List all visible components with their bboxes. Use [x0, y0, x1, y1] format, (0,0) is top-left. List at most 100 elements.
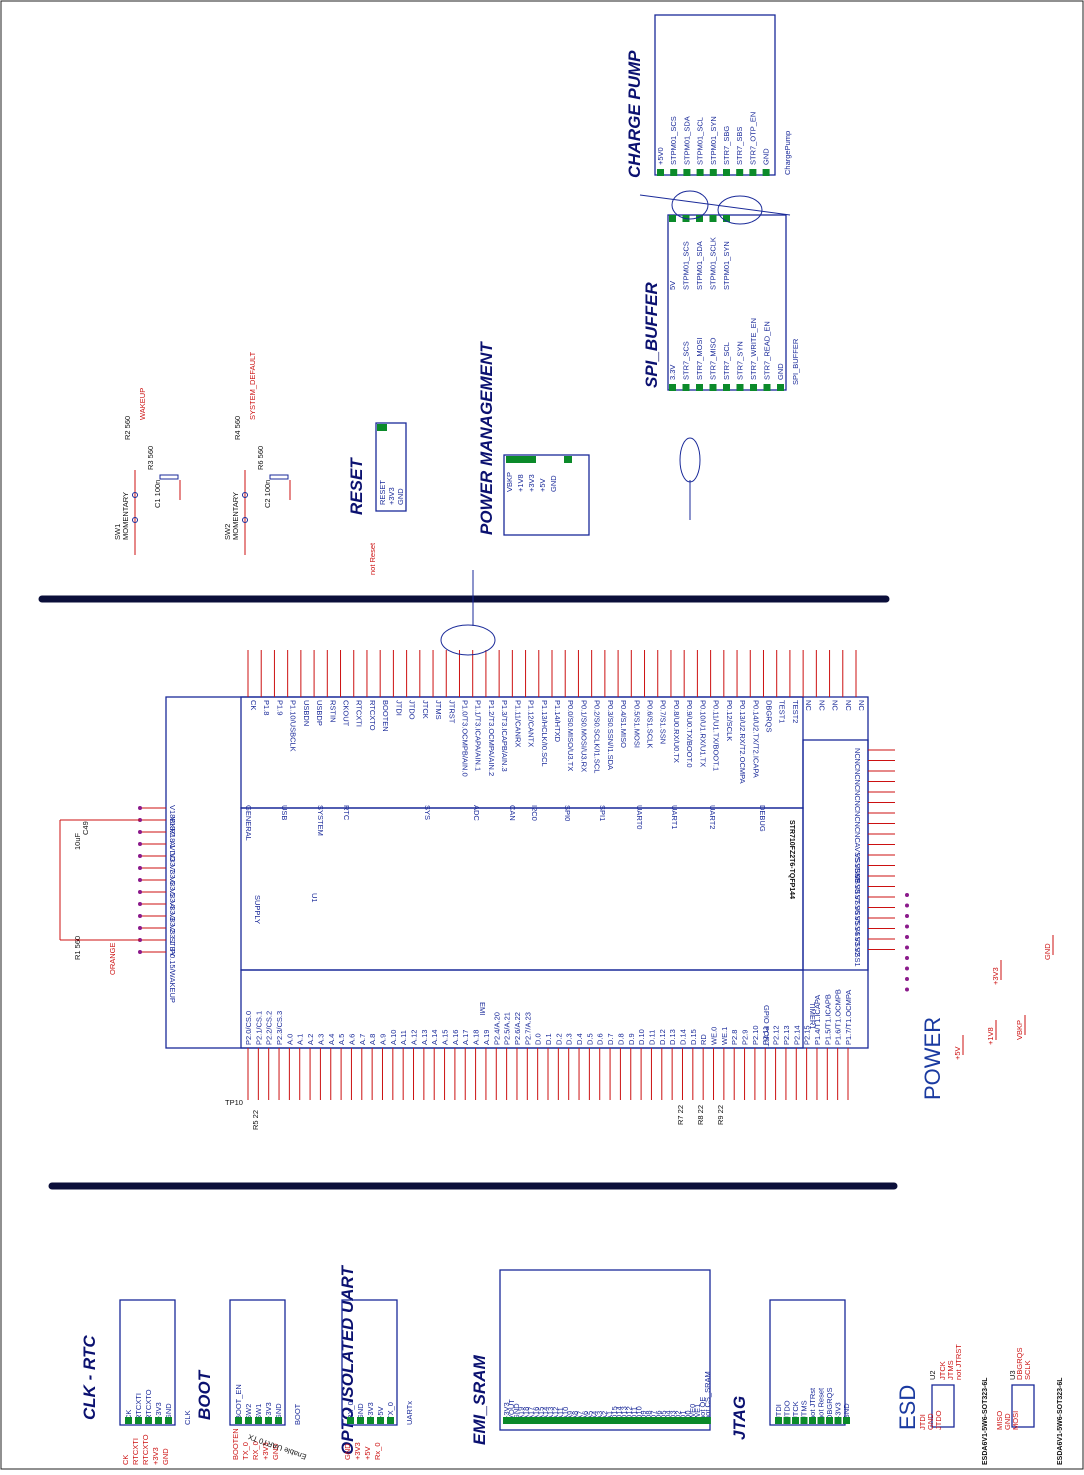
mcu-group-label: DEBUG — [758, 805, 767, 832]
mcu-top-pin-label: JTRST — [447, 700, 456, 724]
esd-u3-net: MOSI — [1011, 1411, 1020, 1430]
uart-pin-label: TX_0 — [386, 1402, 395, 1420]
emi-pin-label: D3 — [669, 1410, 678, 1420]
mcu-top-pin-label: P0.8/U0.RX/U0.TX — [672, 700, 681, 763]
esd-u2-net: JTMS — [946, 1360, 955, 1380]
esd-u3-net: DBGRQS — [1015, 1347, 1024, 1380]
mcu-right-pin-label: NC — [853, 832, 862, 843]
spi-buffer-pin-pad — [777, 384, 784, 391]
mcu-bottom-pin-label: A.1 — [296, 1034, 305, 1045]
emi-sram-block: EMI_SRAM +3V3VOUTGNDA19A18A17A16A15A14A1… — [470, 1269, 712, 1445]
emi-pin-label: D11 — [629, 1407, 638, 1420]
switch-net: WAKEUP — [138, 388, 147, 420]
reset-net: not Reset — [368, 542, 377, 575]
mcu-top-pin-label: P1.3/T3.ICAPB/AIN.3 — [500, 700, 509, 772]
mcu-group-label: GPIO PORT — [762, 1005, 771, 1047]
mcu-top-pin-label: BOOTEN — [381, 700, 390, 732]
mcu-bottom-pin-label: D.3 — [565, 1033, 574, 1045]
mcu-left-pins: V18BKPV18.2V18.1AVDDV33.7V33.6V33.5V33.4… — [138, 805, 177, 1003]
emi-pin-pad — [552, 1417, 559, 1424]
junction-dot — [138, 914, 142, 918]
emi-pin-pad — [654, 1417, 662, 1424]
mcu-left-pin-label: V33.6 — [168, 865, 177, 885]
mcu-top-pin-label: USBDP — [315, 700, 324, 726]
mcu-bottom-pin-label: A.3 — [316, 1034, 325, 1045]
mcu-right-pin-label: VSS7 — [853, 885, 862, 904]
emi-pin-label: D12 — [625, 1406, 634, 1420]
emi-pin-pad — [635, 1417, 643, 1424]
emi-pin-label: A9 — [566, 1411, 575, 1420]
emi-pin-label: A16 — [531, 1407, 540, 1420]
resistor-r8: R8 22 — [696, 1105, 705, 1125]
emi-pin-label: A2 — [600, 1411, 609, 1420]
reset-outline — [375, 422, 407, 512]
mcu-left-pin-label: P0.15/WAKEUP — [168, 949, 177, 1003]
emi-pin-pad — [503, 1417, 510, 1424]
emi-pin-label: A18 — [522, 1407, 531, 1420]
jtag-pin-label: +3V3 — [834, 1402, 843, 1420]
clk-pin-pad — [125, 1417, 132, 1424]
spi-buffer-pin-label: 3.3V — [668, 365, 677, 380]
charge-pump-pin-pad — [723, 169, 730, 176]
mcu-right-pin-label: AVSS — [853, 843, 862, 862]
jtag-pin-label: not Reset — [817, 1387, 826, 1420]
boot-pin-pad — [255, 1417, 262, 1424]
mcu-top-pin-label: P0.6/S1.SCLK — [646, 700, 655, 748]
emi-pin-label: A10 — [561, 1407, 570, 1420]
jtag-outline — [769, 1299, 846, 1426]
mcu-left-pin-label: V18.2 — [168, 817, 177, 837]
mcu-left-pin-label: V18.1 — [168, 829, 177, 849]
emi-pin-pad — [630, 1417, 638, 1424]
junction-dot — [905, 893, 909, 897]
charge-pump-pin-pad — [709, 169, 717, 176]
emi-pin-pad — [527, 1417, 535, 1424]
mcu-right-pin-label: VSS6 — [853, 895, 862, 914]
esd-u2-outline — [931, 1384, 955, 1428]
mcu-bottom-pin-label: A.18 — [472, 1030, 481, 1045]
mcu-bottom-pin-label: A.17 — [461, 1030, 470, 1045]
boot-pin-label: +3V3 — [264, 1402, 273, 1420]
mcu-right-pin-label: VSS3 — [853, 927, 862, 946]
mcu-bottom-pin-label: A.5 — [337, 1034, 346, 1045]
uart-pin-pad — [377, 1417, 384, 1424]
switch-capacitor: C1 100n — [153, 480, 162, 508]
clk-net-label: GND — [161, 1448, 170, 1465]
charge-pump-pin-pad — [657, 169, 664, 176]
clk-rtc-name: CLK — [183, 1410, 192, 1425]
emi-pin-pad — [586, 1417, 594, 1424]
switch-contact — [242, 492, 248, 498]
mcu-left-pin-label: V18BKP — [168, 805, 177, 833]
junction-dot — [905, 977, 909, 981]
mcu-top-pin-label: RTCXTI — [355, 700, 364, 727]
switch-resistor-2: R3 560 — [146, 446, 155, 470]
mcu-right-pin-label: NC — [853, 759, 862, 770]
mcu-right-pin-label: VSS2 — [853, 937, 862, 956]
mcu-left-pin-label: V33.5 — [168, 877, 177, 897]
test-point-tp10: TP10 — [225, 1098, 243, 1107]
charge-pump-pin-pad — [736, 169, 744, 176]
clk-pin-label: +3V3 — [154, 1402, 163, 1420]
spi-buffer-right-pin-label: STPM01_SYN — [722, 241, 731, 290]
mcu-top-pin-label: P0.4/S1.MISO — [619, 700, 628, 748]
uart-pin-label: RX_0 — [346, 1401, 355, 1420]
boot-title: BOOT — [195, 1369, 214, 1420]
led-orange: ORANGE — [108, 942, 117, 975]
clk-pin-pad — [135, 1417, 142, 1424]
esd-u2-net: JTDI — [918, 1414, 927, 1430]
boot-pin-pad — [245, 1417, 252, 1424]
charge-pump-pin-label: STPM01_SDA — [682, 116, 691, 165]
power-mgmt-pin-label: VBKP — [505, 472, 514, 492]
capacitor-c49-value: 10uF — [73, 832, 82, 850]
mcu-emi-group — [240, 969, 804, 1049]
emi-pin-label: D6 — [654, 1410, 663, 1420]
switch-resistor-2: R6 560 — [256, 446, 265, 470]
mcu-bottom-pin-label: P2.7/A.23 — [523, 1012, 532, 1045]
emi-pin-pad — [601, 1417, 608, 1424]
power-net-label: +5V — [953, 1046, 962, 1060]
